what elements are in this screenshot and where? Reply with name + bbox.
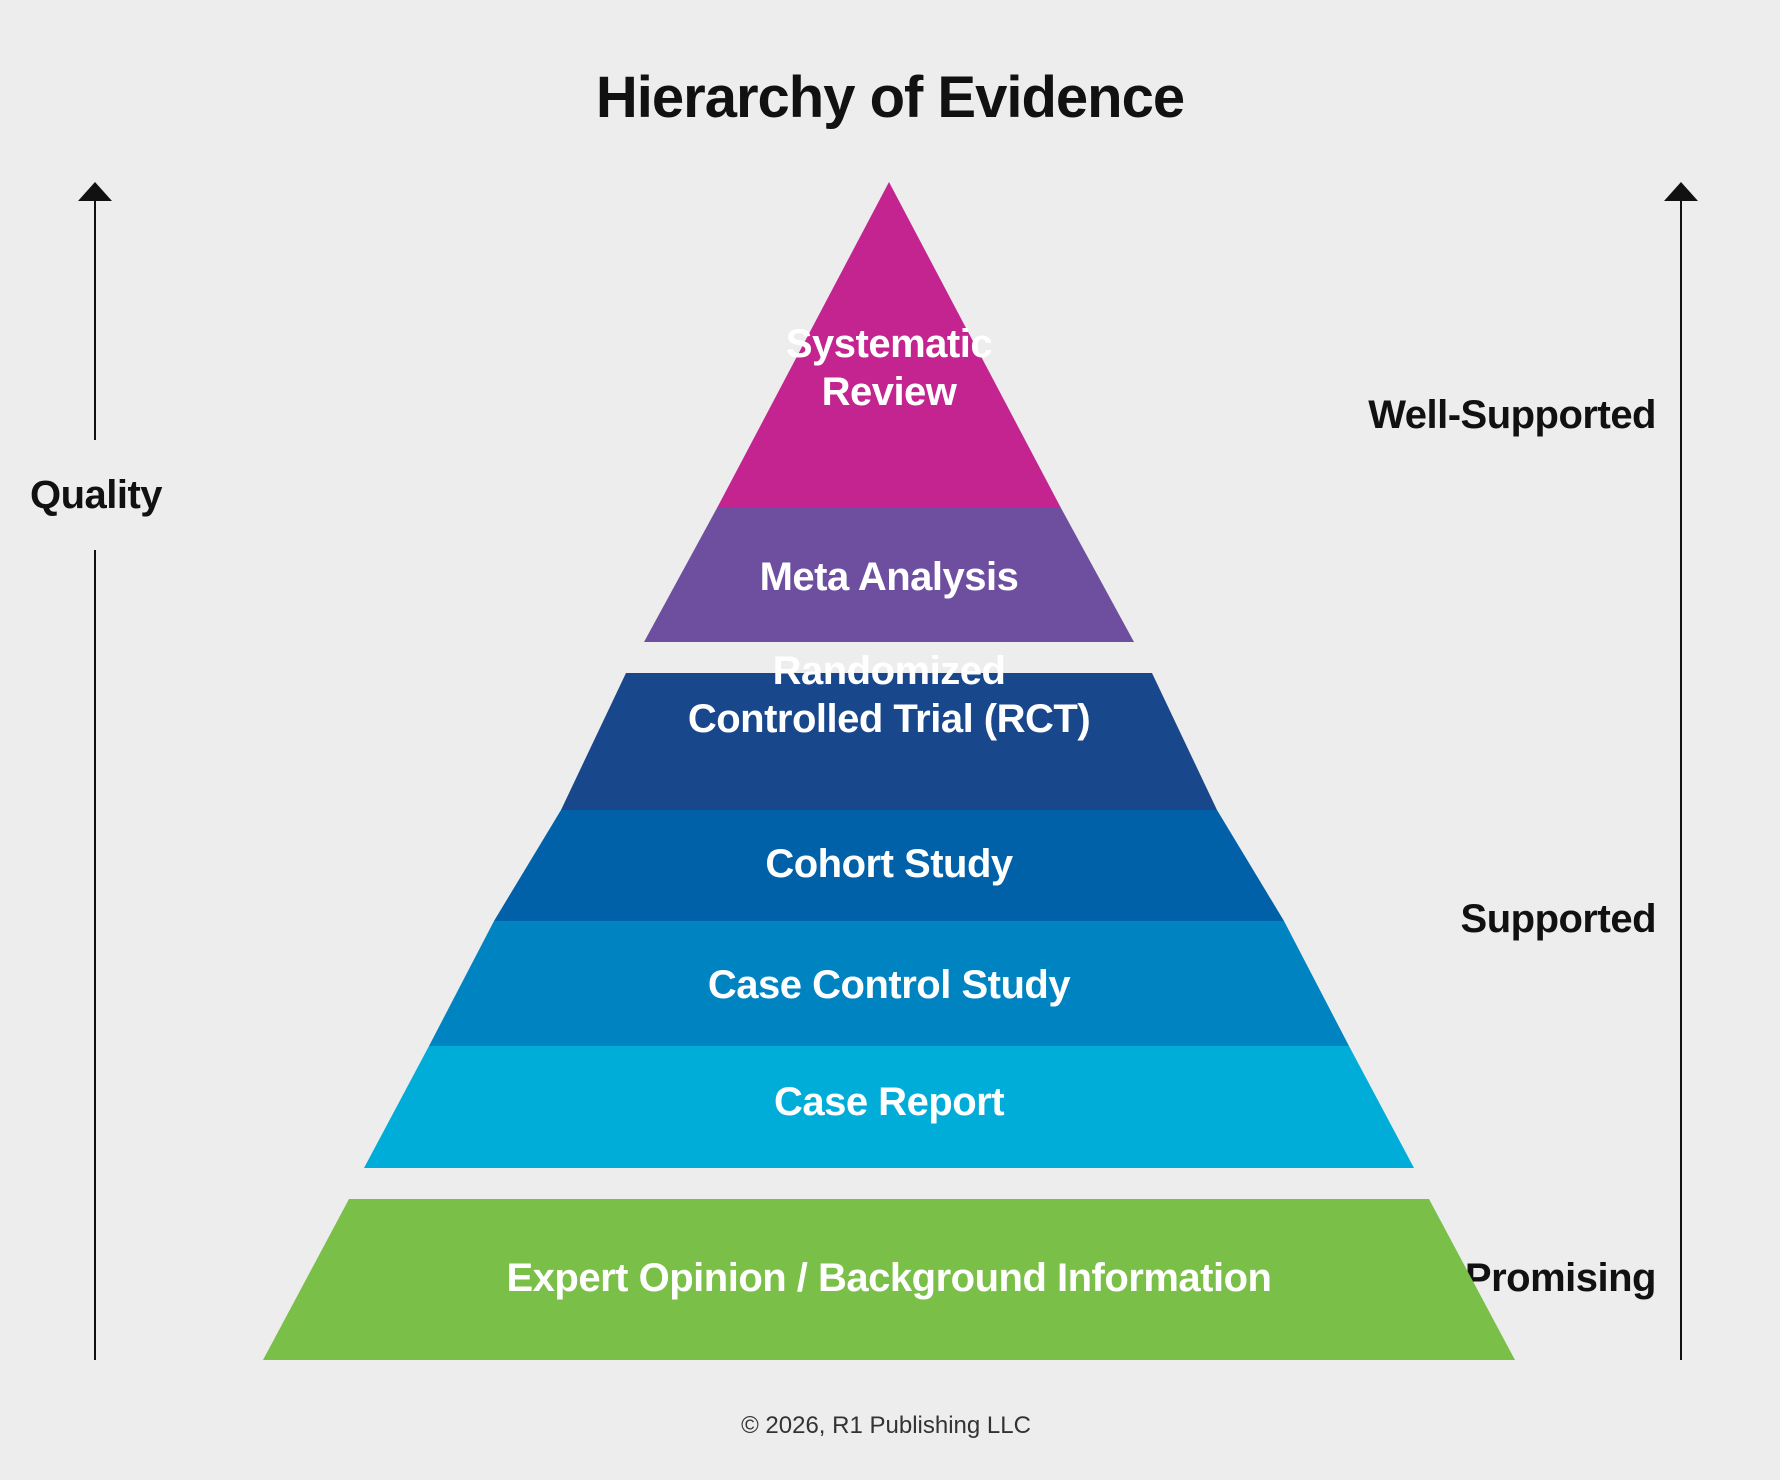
tier-label: Case Report [774,1080,1004,1124]
tier-label: Randomized [773,649,1006,693]
support-arrow-icon [1664,182,1698,201]
quality-axis-label: Quality [30,473,163,517]
quality-arrow-icon [78,182,112,201]
copyright-notice: © 2026, R1 Publishing LLC [741,1412,1031,1439]
pyramid-tier-case-report: Case Report [364,1046,1414,1168]
tier-shape [364,1046,1414,1168]
pyramid-tier-cohort-study: Cohort Study [494,810,1284,921]
tier-shape [717,182,1061,508]
group-label-well-supported: Well-Supported [1368,393,1656,437]
tier-label: Meta Analysis [760,555,1019,599]
tier-label: Case Control Study [708,963,1071,1007]
support-axis: Well-Supported Supported Promising [1368,182,1698,1360]
tier-label: Cohort Study [765,842,1014,886]
pyramid-tier-expert-opinion: Expert Opinion / Background Information [263,1199,1515,1360]
tier-shape [561,673,1217,810]
group-label-supported: Supported [1461,897,1656,941]
tier-shape [644,508,1134,642]
tier-label: Controlled Trial (RCT) [688,697,1090,741]
tier-shape [429,921,1349,1046]
tier-label: Systematic [786,322,992,366]
quality-axis: Quality [30,182,164,1360]
pyramid-tier-case-control-study: Case Control Study [429,921,1349,1046]
tier-label: Expert Opinion / Background Information [507,1256,1272,1300]
tier-shape [494,810,1284,921]
diagram-title: Hierarchy of Evidence [596,65,1184,130]
pyramid-tier-meta-analysis: Meta Analysis [644,508,1134,642]
tier-shape [263,1199,1515,1360]
group-label-promising: Promising [1465,1256,1656,1300]
tier-label: Review [822,370,958,414]
